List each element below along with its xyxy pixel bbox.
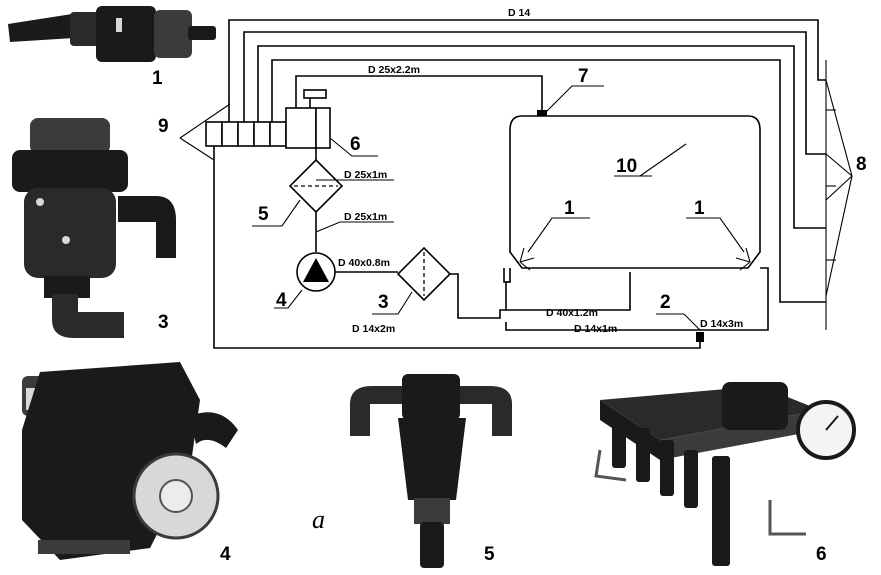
pipe-label-d25x1m-a: D 25x1m	[344, 169, 387, 181]
label-10: 10	[616, 156, 637, 177]
bottom-return-line	[213, 146, 701, 349]
label-9: 9	[158, 116, 169, 137]
pressure-filter-symbol	[288, 158, 344, 214]
pipe-d14x1m	[505, 322, 700, 331]
pipe-label-d14x1m: D 14x1m	[574, 323, 617, 335]
photo-label-4: 4	[220, 544, 231, 565]
pipe-label-d25x1m-b: D 25x1m	[344, 211, 387, 223]
tank	[509, 115, 761, 269]
control-unit-photo	[594, 382, 856, 566]
label-5: 5	[258, 204, 269, 225]
pump-symbol	[296, 252, 336, 292]
photo-label-6: 6	[816, 544, 827, 565]
label-3: 3	[378, 292, 389, 313]
photo-label-1: 1	[152, 68, 163, 89]
nozzle-photo	[8, 6, 216, 62]
label-6: 6	[350, 134, 361, 155]
leader-7	[545, 85, 604, 113]
right-nozzle-feed	[700, 267, 769, 331]
leader-8	[825, 79, 853, 297]
leader-9	[179, 103, 231, 161]
pipe-label-d25x2-2m: D 25x2.2m	[368, 64, 420, 76]
left-nozzle-feed	[503, 268, 510, 283]
leader-2	[656, 313, 701, 331]
pipe-label-d14x3m: D 14x3m	[700, 318, 743, 330]
pipe-label-d40x1-2m: D 40x1.2m	[546, 307, 598, 319]
tank-nozzle-right	[735, 247, 751, 271]
control-unit	[285, 89, 378, 157]
spray-section-ticks	[826, 109, 836, 261]
label-1-left: 1	[564, 198, 575, 219]
leader-3	[372, 291, 413, 315]
leader-pipe-d25-b	[315, 221, 394, 233]
section-valves	[205, 121, 287, 147]
pipe-label-d40x0-8m: D 40x0.8m	[338, 257, 390, 269]
suction-line	[450, 268, 511, 319]
figure-part-a: a	[312, 505, 325, 534]
photo-label-5: 5	[484, 544, 495, 565]
leader-4	[274, 289, 303, 309]
pressure-filter-photo	[350, 374, 512, 568]
pipe-label-d14: D 14	[508, 7, 530, 19]
valve-2	[696, 332, 704, 342]
pump-photo	[22, 362, 238, 560]
label-7: 7	[578, 66, 589, 87]
pipe-label-d14x2m: D 14x2m	[352, 323, 395, 335]
return-hoses	[228, 19, 826, 303]
line-filter-photo	[12, 118, 176, 338]
pipe-d40x1-2m	[506, 272, 631, 311]
label-2: 2	[660, 292, 671, 313]
tank-nozzle-left	[519, 247, 535, 271]
label-8: 8	[856, 154, 867, 175]
leader-1-left	[527, 217, 590, 253]
agitator-inlet	[537, 110, 547, 116]
leader-5	[252, 199, 301, 227]
label-1-right: 1	[694, 198, 705, 219]
leader-10	[639, 143, 687, 177]
tank-return-line	[295, 75, 543, 112]
leader-1-right	[686, 217, 745, 253]
suction-filter-symbol	[396, 246, 452, 302]
photo-label-3: 3	[158, 312, 169, 333]
label-4: 4	[276, 290, 287, 311]
